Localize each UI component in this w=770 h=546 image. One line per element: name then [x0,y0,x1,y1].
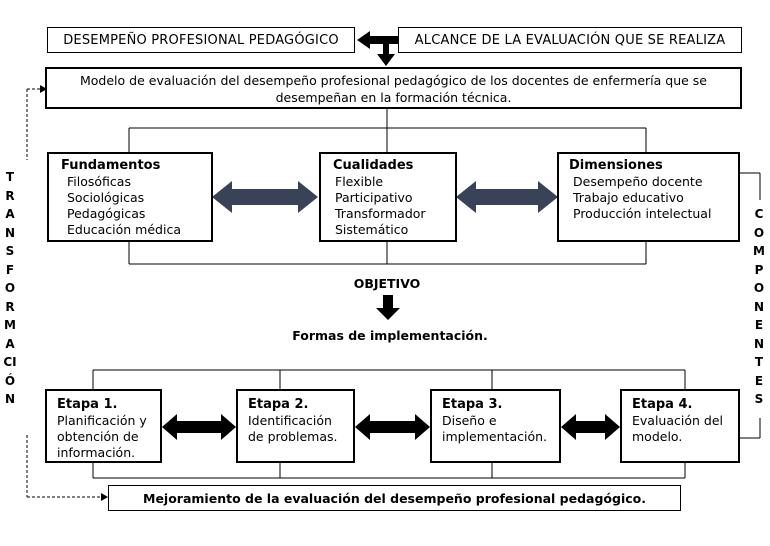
cualidades-item: Transformador [335,206,426,221]
arrow-fundamentos-cualidades [212,181,318,213]
top-right-box: ALCANCE DE LA EVALUACIÓN QUE SE REALIZA [398,27,742,53]
etapa2-box: Etapa 2. Identificación de problemas. [236,389,355,463]
stages-bottom-bracket [92,463,686,479]
componentes-label: COMPONENTES [753,207,765,406]
objetivo-down-arrow [376,295,400,320]
objetivo-label: OBJETIVO [353,276,421,291]
etapa3-line: implementación. [442,429,547,444]
dimensiones-title: Dimensiones [569,158,663,173]
top-left-box: DESEMPEÑO PROFESIONAL PEDAGÓGICO [47,27,355,53]
componentes-bracket [739,172,761,439]
top-double-arrow [357,31,415,66]
arrow-cualidades-dimensiones [456,181,558,213]
fundamentos-title: Fundamentos [61,158,161,173]
groups-bottom-bracket [128,242,647,265]
arrow-etapa3-etapa4 [561,414,620,440]
cualidades-item: Flexible [335,174,384,189]
groups-top-bracket [128,108,647,152]
fundamentos-item: Pedagógicas [67,206,146,221]
fundamentos-box: Fundamentos Filosóficas Sociológicas Ped… [47,152,213,242]
etapa3-title: Etapa 3. [442,397,503,412]
cualidades-box: Cualidades Flexible Participativo Transf… [319,152,457,242]
final-box: Mejoramiento de la evaluación del desemp… [108,485,681,511]
dimensiones-item: Trabajo educativo [573,190,684,205]
dimensiones-item: Producción intelectual [573,206,712,221]
formas-label: Formas de implementación. [292,328,488,343]
dimensiones-box: Dimensiones Desempeño docente Trabajo ed… [557,152,740,242]
model-text: Modelo de evaluación del desempeño profe… [80,73,707,105]
etapa3-box: Etapa 3. Diseño e implementación. [430,389,561,463]
dimensiones-item: Desempeño docente [573,174,703,189]
cualidades-item: Participativo [335,190,413,205]
etapa1-title: Etapa 1. [57,397,118,412]
etapa4-line: modelo. [632,429,683,444]
cualidades-title: Cualidades [333,158,414,173]
etapa1-line: Planificación y [57,413,147,428]
etapa4-box: Etapa 4. Evaluación del modelo. [620,389,740,463]
etapa2-line: Identificación [248,413,332,428]
cualidades-item: Sistemático [335,222,409,237]
etapa2-line: de problemas. [248,429,338,444]
model-box: Modelo de evaluación del desempeño profe… [45,67,742,109]
fundamentos-item: Sociológicas [67,190,145,205]
etapa1-line: información. [57,445,136,460]
etapa2-title: Etapa 2. [248,397,309,412]
loop-arrowhead-bottom [101,493,108,501]
stages-top-bracket [92,369,686,389]
etapa1-box: Etapa 1. Planificación y obtención de in… [45,389,162,463]
fundamentos-item: Educación médica [67,222,181,237]
etapa4-line: Evaluación del [632,413,723,428]
transformacion-label: TRANSFORMACIÓN [3,170,17,406]
transformacion-loop [26,88,102,498]
loop-arrowhead-top [40,85,47,93]
arrow-etapa1-etapa2 [162,414,236,440]
arrow-etapa2-etapa3 [355,414,430,440]
final-text: Mejoramiento de la evaluación del desemp… [143,490,646,506]
etapa4-title: Etapa 4. [632,397,693,412]
etapa3-line: Diseño e [442,413,497,428]
fundamentos-item: Filosóficas [67,174,131,189]
etapa1-line: obtención de [57,429,139,444]
